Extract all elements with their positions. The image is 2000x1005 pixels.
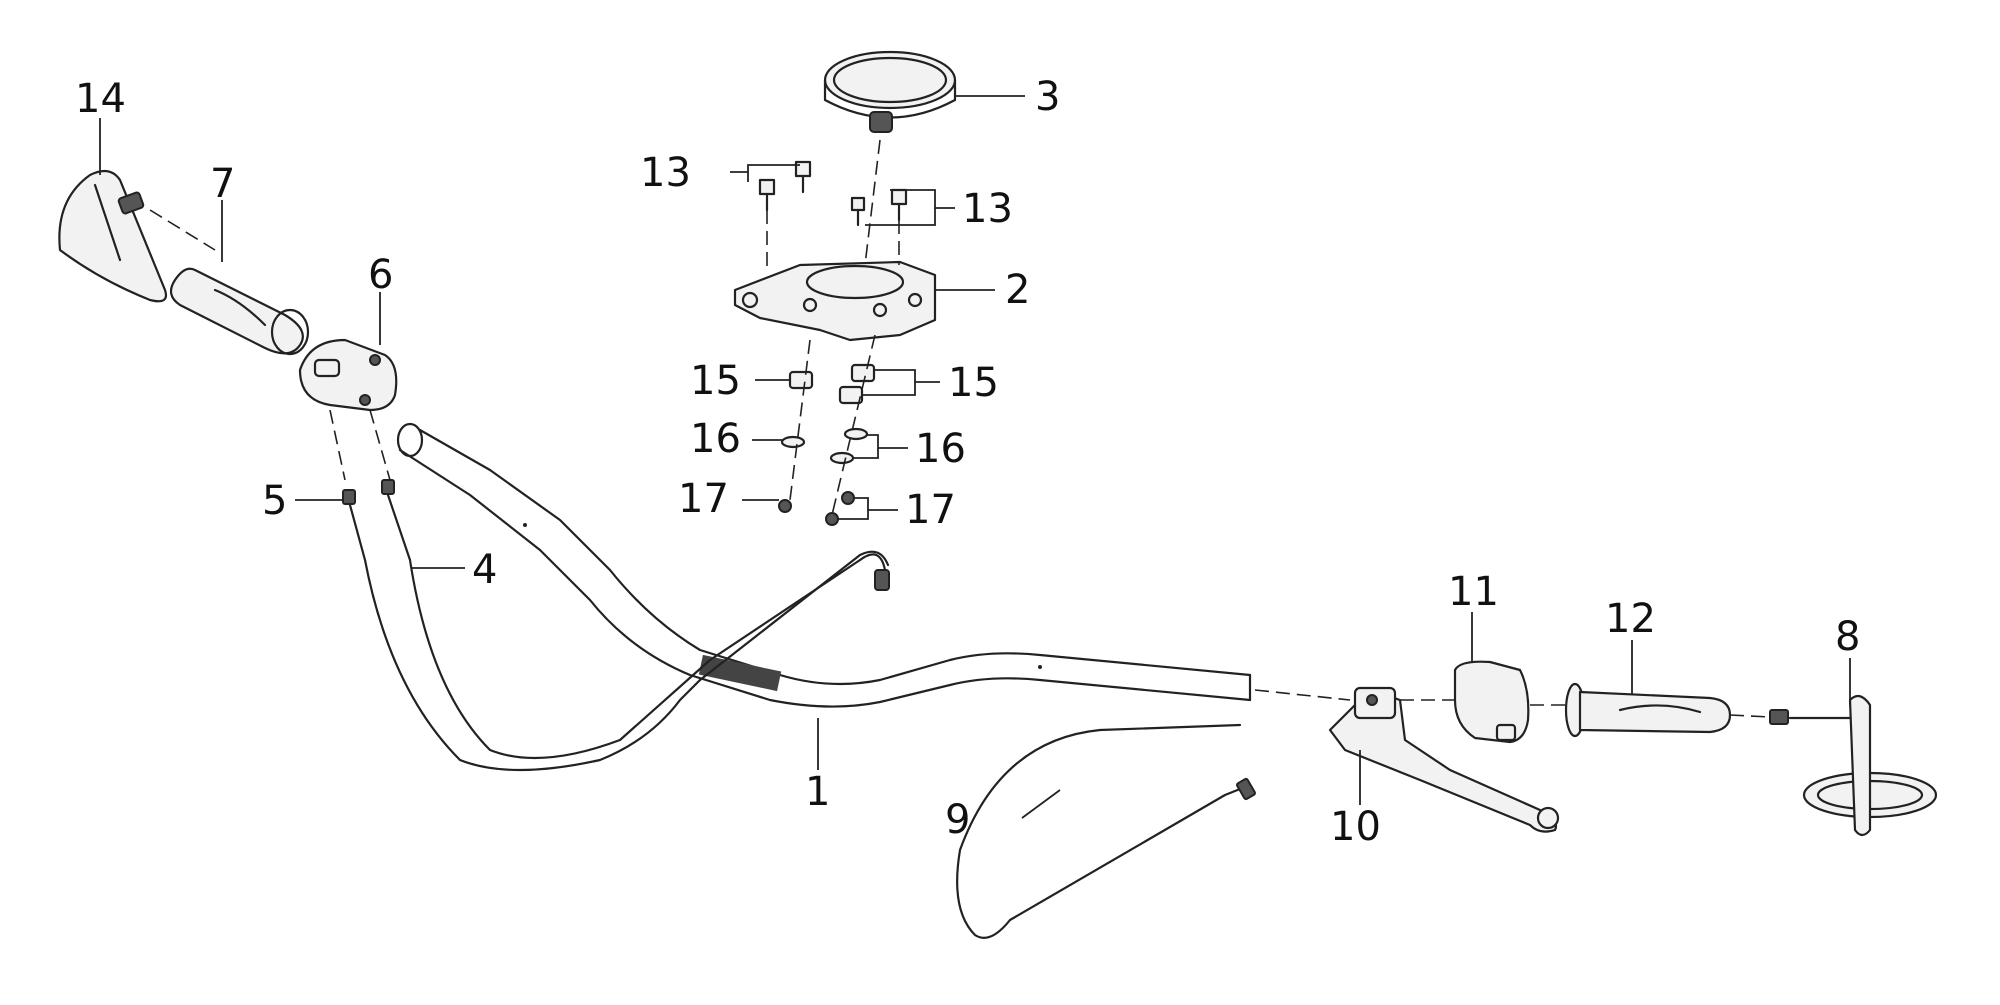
- callout-7: 7: [210, 161, 235, 207]
- left-switch-housing: [298, 338, 398, 412]
- left-grip: [169, 267, 310, 356]
- right-switch-housing: [1453, 660, 1530, 744]
- callout-1: 1: [805, 769, 830, 815]
- handlebar: [396, 422, 1252, 708]
- callout-4: 4: [472, 547, 497, 593]
- washer-16: [829, 451, 855, 465]
- callout-5: 5: [262, 478, 287, 524]
- nut-17: [825, 512, 839, 526]
- callout-17-left: 17: [678, 476, 729, 522]
- callout-6: 6: [368, 252, 393, 298]
- clutch-cable: [956, 723, 1256, 939]
- left-mirror: [58, 169, 168, 303]
- right-mirror: [1769, 694, 1938, 837]
- throttle-cable-4: [381, 479, 887, 760]
- leader-lines: [99, 95, 1851, 819]
- callout-10: 10: [1330, 804, 1381, 850]
- callout-13-left: 13: [640, 150, 691, 196]
- clutch-lever: [1328, 686, 1560, 833]
- callout-12: 12: [1605, 596, 1656, 642]
- right-grip: [1564, 682, 1732, 738]
- callout-8: 8: [1835, 614, 1860, 660]
- washer-16: [843, 427, 869, 441]
- callout-15-left: 15: [690, 358, 741, 404]
- nuts-washers: [778, 334, 876, 526]
- callout-9: 9: [945, 797, 970, 843]
- bolt: [794, 160, 812, 194]
- nut-15: [788, 370, 814, 390]
- callout-15-right: 15: [948, 360, 999, 406]
- nut-15: [850, 363, 876, 383]
- bolt: [890, 188, 908, 222]
- instrument-bracket: [733, 260, 937, 342]
- throttle-cable-5: [342, 489, 702, 772]
- callout-11: 11: [1448, 569, 1499, 615]
- callout-16-right: 16: [915, 426, 966, 472]
- callout-16-left: 16: [690, 416, 741, 462]
- callout-14: 14: [75, 76, 126, 122]
- callout-13-right: 13: [962, 186, 1013, 232]
- nut-17: [778, 499, 792, 513]
- callout-2: 2: [1005, 267, 1030, 313]
- bolt: [850, 196, 866, 227]
- washer-16: [780, 435, 806, 449]
- brake-hose-end: [698, 550, 890, 682]
- nut-17: [841, 491, 855, 505]
- meter-display: [823, 50, 957, 133]
- bolt: [758, 178, 776, 212]
- callout-17-right: 17: [905, 487, 956, 533]
- callout-3: 3: [1035, 74, 1060, 120]
- bolts-13: [758, 139, 908, 272]
- callout-labels: 14 7 6 3 13 13 2 15 15 16 16 17 17 5 4 1…: [75, 74, 1860, 850]
